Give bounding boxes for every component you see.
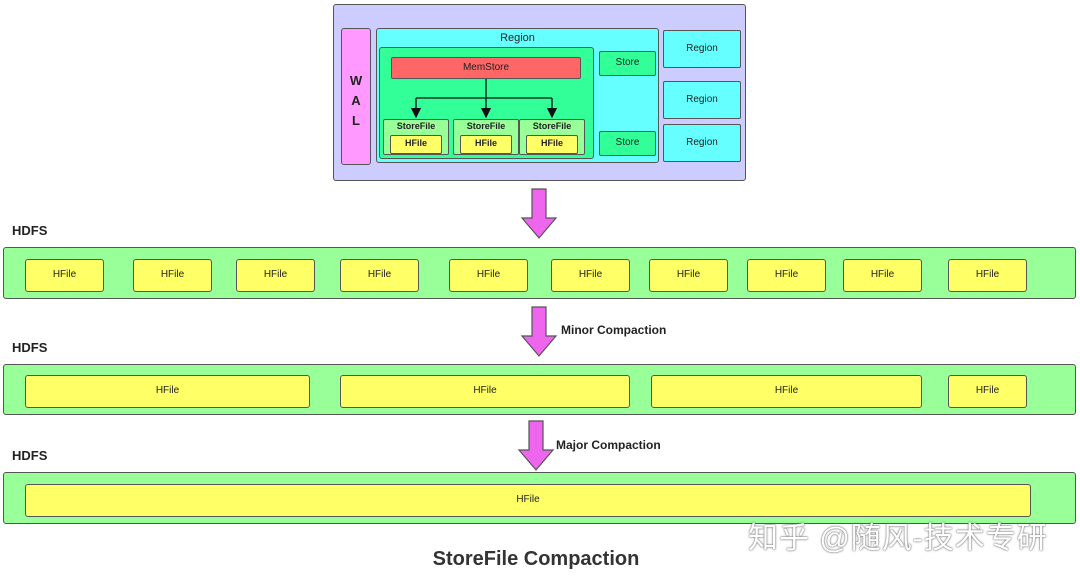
flush-arrow-icon (520, 188, 558, 239)
wal-letter: W (349, 73, 363, 88)
wal-letter: A (351, 93, 361, 108)
memstore-box: MemStore (391, 57, 581, 79)
storefile-box: StoreFile HFile (519, 119, 585, 155)
hfile-box: HFile (948, 375, 1027, 408)
region-box: Region (663, 124, 741, 162)
hfile-box: HFile (25, 484, 1031, 517)
storefile-label: StoreFile (396, 121, 436, 131)
storefile-hfile: HFile (390, 135, 442, 154)
storefile-box: StoreFile HFile (453, 119, 519, 155)
storefile-box: StoreFile HFile (383, 119, 449, 155)
hfile-box: HFile (747, 259, 826, 292)
minor-compaction-label: Minor Compaction (561, 323, 667, 337)
store-box: Store (599, 131, 656, 156)
wal-letter: L (352, 113, 360, 128)
hfile-box: HFile (551, 259, 630, 292)
region-main-title: Region (500, 32, 535, 44)
region-box: Region (663, 81, 741, 119)
hdfs-label: HDFS (12, 223, 48, 238)
store-box: Store (599, 51, 656, 76)
hfile-box: HFile (948, 259, 1027, 292)
minor-compaction-arrow-icon (520, 306, 558, 357)
hfile-box: HFile (843, 259, 922, 292)
region-box: Region (663, 30, 741, 68)
hfile-box: HFile (133, 259, 212, 292)
wal-box: W A L (341, 28, 371, 165)
hfile-box: HFile (236, 259, 315, 292)
storefile-hfile: HFile (526, 135, 578, 154)
hdfs-label: HDFS (12, 448, 48, 463)
hfile-box: HFile (340, 259, 419, 292)
hfile-box: HFile (25, 259, 104, 292)
memstore-flush-connector (410, 79, 558, 119)
hfile-box: HFile (340, 375, 630, 408)
storefile-hfile: HFile (460, 135, 512, 154)
hfile-box: HFile (651, 375, 922, 408)
hfile-box: HFile (649, 259, 728, 292)
diagram-caption: StoreFile Compaction (432, 548, 640, 570)
major-compaction-arrow-icon (517, 420, 555, 471)
storefile-label: StoreFile (532, 121, 572, 131)
watermark: 知乎 @随风-技术专研 (748, 522, 1048, 555)
hfile-box: HFile (25, 375, 310, 408)
storefile-label: StoreFile (466, 121, 506, 131)
major-compaction-label: Major Compaction (556, 438, 661, 452)
hdfs-label: HDFS (12, 340, 48, 355)
hfile-box: HFile (449, 259, 528, 292)
